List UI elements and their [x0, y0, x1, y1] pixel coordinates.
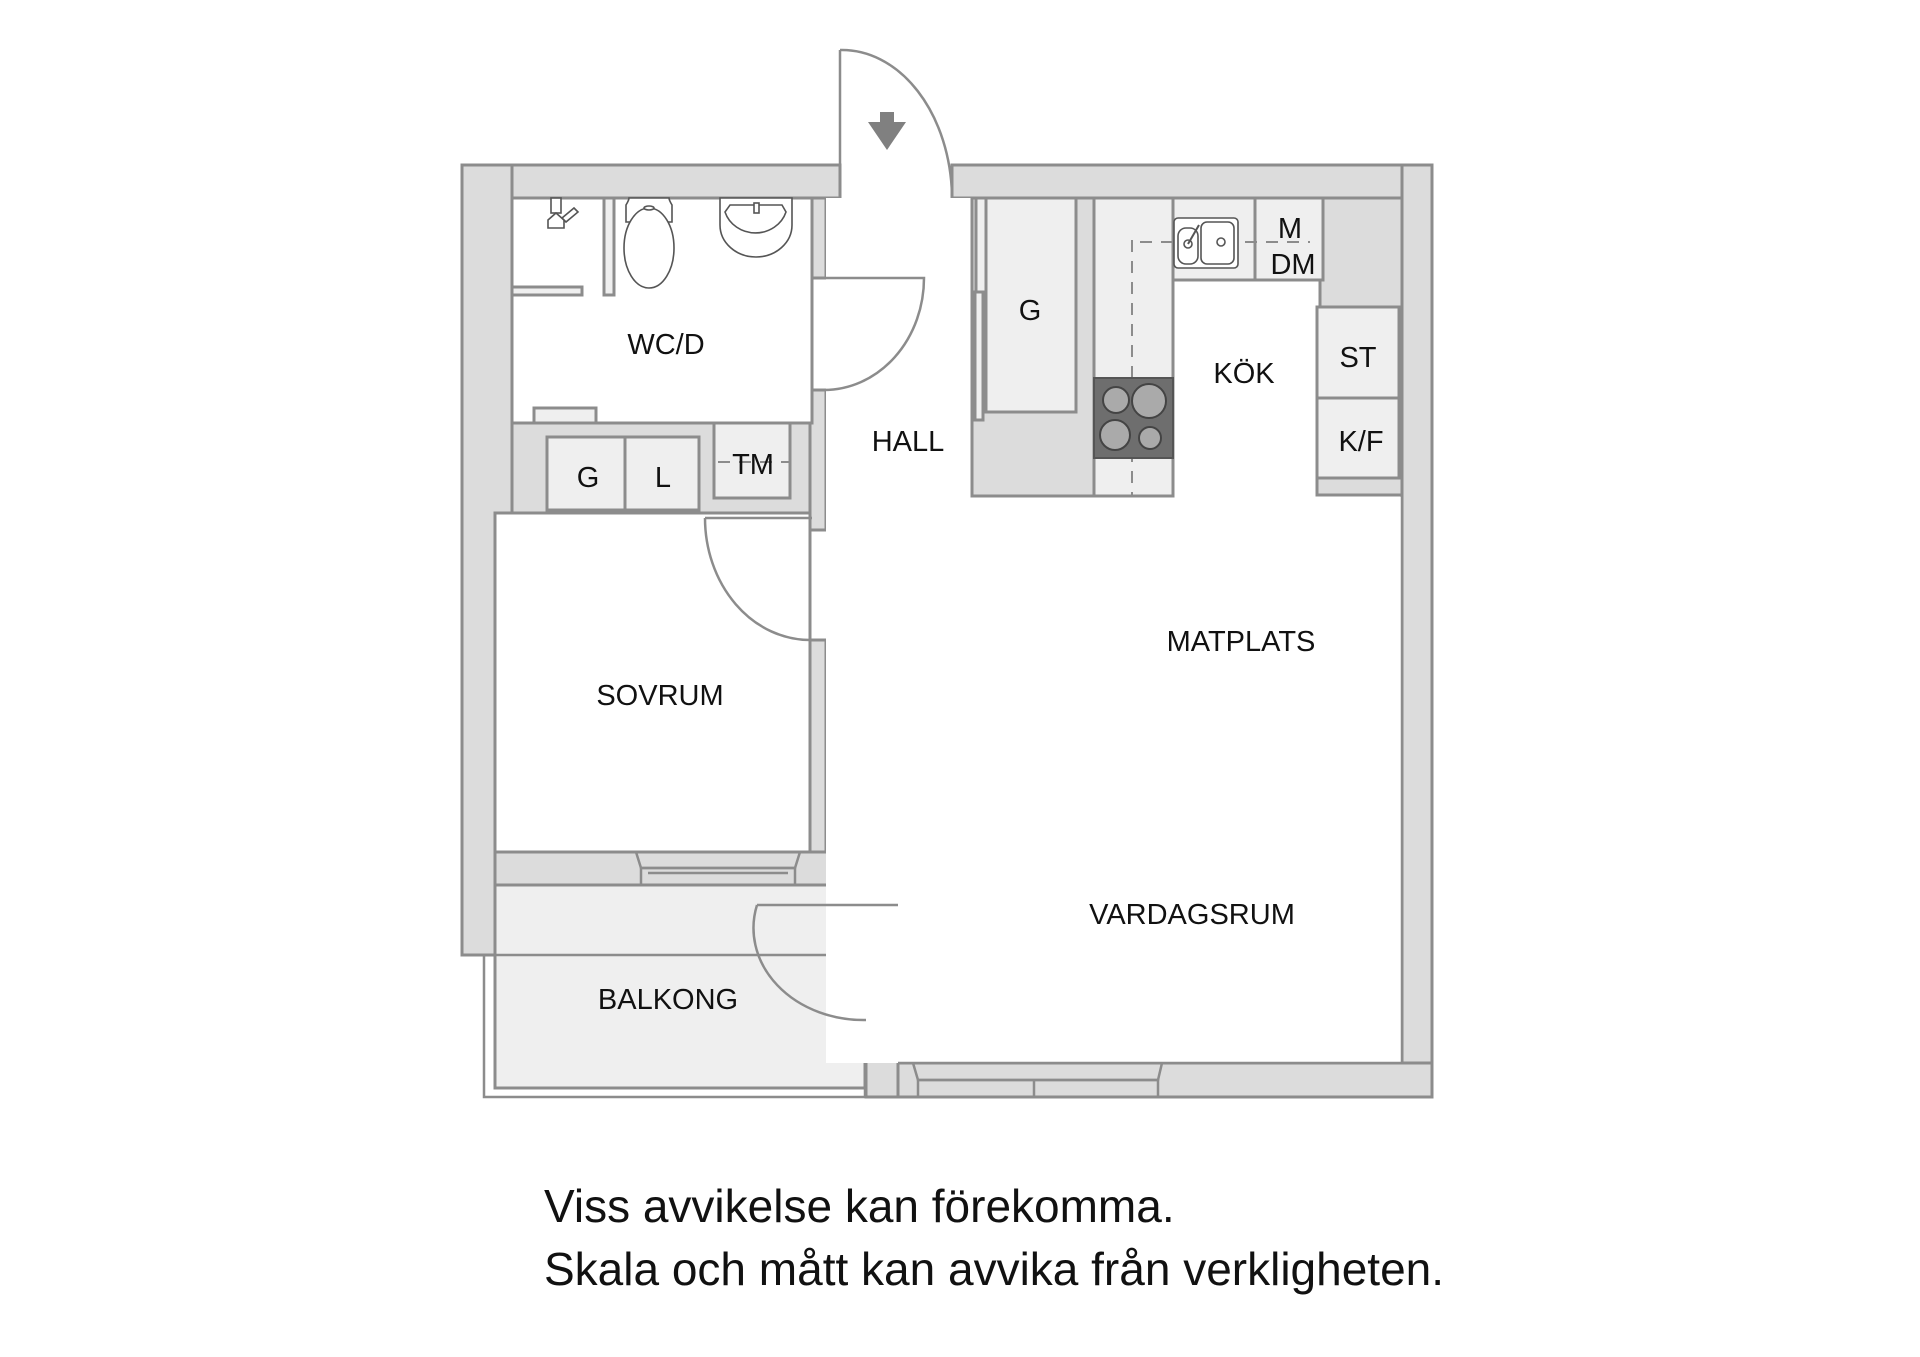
- shower-icon: [547, 197, 580, 229]
- disclaimer-line-1: Viss avvikelse kan förekomma.: [544, 1180, 1175, 1232]
- entrance-door[interactable]: [838, 48, 954, 198]
- toilet-icon: [623, 197, 675, 289]
- closet-tm-label: TM: [732, 449, 774, 481]
- room-label-kok: KÖK: [1213, 358, 1275, 390]
- kitchen-st-label: ST: [1339, 342, 1376, 374]
- room-label-matplats: MATPLATS: [1167, 626, 1316, 658]
- room-label-balkong: BALKONG: [598, 984, 738, 1016]
- wc-fixtures: [510, 196, 793, 425]
- washbasin-icon: [719, 197, 793, 258]
- closet-tm: [712, 421, 792, 500]
- room-sovrum: [493, 511, 812, 854]
- balkong-door[interactable]: [752, 904, 867, 1022]
- closet-l: [623, 435, 701, 512]
- room-vardagsrum: [898, 497, 1402, 1063]
- closet-g: [545, 435, 627, 512]
- kitchen-counters: [1092, 196, 1401, 498]
- closet-l-label: L: [655, 462, 671, 494]
- kitchen-sink-icon: [1173, 217, 1239, 269]
- sovrum-door[interactable]: [703, 517, 811, 642]
- hall-wardrobe: [970, 196, 1096, 498]
- room-label-vardagsrum: VARDAGSRUM: [1089, 899, 1295, 931]
- kitchen-m-label: M: [1278, 213, 1302, 245]
- room-label-wc: WC/D: [627, 329, 704, 361]
- kitchen-dm-label: DM: [1270, 249, 1315, 281]
- arrow-down-icon: [868, 112, 906, 150]
- room-balkong: [493, 883, 867, 1090]
- stove-icon: [1093, 377, 1174, 459]
- kitchen-kf-label: K/F: [1338, 426, 1383, 458]
- disclaimer-line-2: Skala och mått kan avvika från verklighe…: [544, 1243, 1445, 1295]
- closet-g-label: G: [577, 462, 600, 494]
- wc-door[interactable]: [823, 276, 926, 392]
- vardagsrum-window: [911, 1062, 1164, 1099]
- hall-g-label: G: [1019, 295, 1042, 327]
- room-label-sovrum: SOVRUM: [596, 680, 723, 712]
- sovrum-window: [634, 851, 802, 887]
- room-label-hall: HALL: [872, 426, 945, 458]
